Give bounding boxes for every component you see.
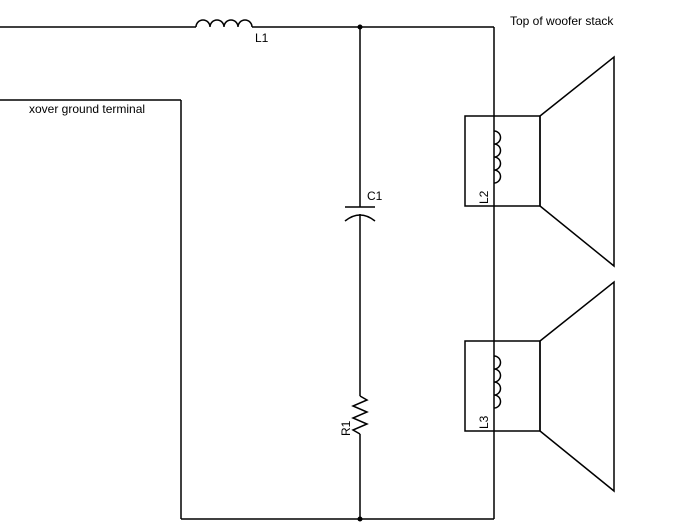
label-l3: L3 [477, 415, 491, 429]
voice-coil-l3 [493, 355, 502, 409]
speaker-cone-upper [539, 55, 615, 268]
speaker-cone-lower [539, 280, 615, 493]
label-woofer-top: Top of woofer stack [510, 14, 614, 28]
label-r1: R1 [339, 420, 353, 436]
junction-top [357, 24, 363, 30]
voice-coil-l2 [493, 130, 502, 184]
woofer-speaker-upper: L2 [464, 55, 615, 268]
label-l2: L2 [477, 190, 491, 204]
woofer-speaker-lower: L3 [464, 280, 615, 493]
label-ground-terminal: xover ground terminal [29, 102, 145, 116]
inductor-l1 [195, 19, 253, 28]
label-l1: L1 [255, 31, 269, 45]
junction-bottom [357, 516, 363, 522]
label-c1: C1 [367, 189, 383, 203]
resistor-r1 [351, 395, 369, 435]
